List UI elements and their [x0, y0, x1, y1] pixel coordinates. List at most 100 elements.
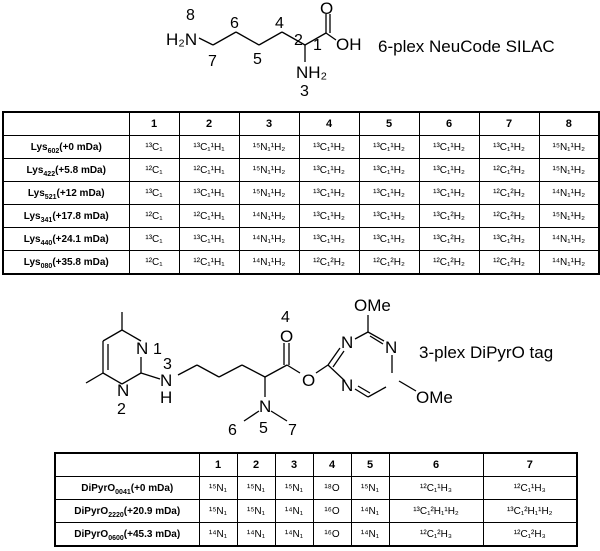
isotope-cell: ¹³C₁¹H₁	[178, 135, 240, 159]
isotope-cell: ¹²C₁¹H₃	[482, 476, 578, 500]
carbonyl-o-label: O	[280, 327, 293, 346]
row-label: Lys080(+35.8 mDa)	[2, 250, 130, 275]
position-4: 4	[281, 309, 290, 326]
row-label: Lys521(+12 mDa)	[2, 181, 130, 205]
isotope-cell: ¹²C₁¹H₁	[178, 158, 240, 182]
isotope-cell: ¹³C₁¹H₂	[298, 227, 360, 251]
header-cell: 3	[274, 452, 314, 477]
reagent-name: Lys	[23, 256, 41, 268]
row-label: Lys341(+17.8 mDa)	[2, 204, 130, 228]
isotope-cell: ¹³C₁²H₂	[418, 227, 480, 251]
isotope-cell: ¹³C₁¹H₂	[298, 158, 360, 182]
isotope-cell: ¹⁵N₁	[274, 476, 314, 500]
reagent-name: Lys	[26, 164, 44, 176]
header-cell: 8	[538, 111, 600, 136]
isotope-cell: ¹²C₁	[128, 204, 180, 228]
isotope-cell: ¹⁴N₁	[350, 522, 390, 547]
position-1: 1	[153, 341, 162, 358]
position-2: 2	[117, 401, 126, 418]
mass-shift: (+17.8 mDa)	[52, 210, 109, 222]
mass-shift: (+20.9 mDa)	[123, 505, 181, 517]
isotope-cell: ¹²C₁¹H₃	[388, 476, 484, 500]
table-header-row: 1 2 3 4 5 6 7	[54, 452, 578, 477]
isotope-cell: ¹³C₁¹H₂	[478, 135, 540, 159]
isotope-cell: ¹⁴N₁	[350, 499, 390, 523]
header-cell: 4	[312, 452, 352, 477]
header-cell: 3	[238, 111, 300, 136]
dipyro-structure: N N N H O O N N N OMe OMe N 1 2 3 4 5 6 …	[85, 296, 453, 439]
reagent-subscript: 080	[40, 262, 53, 270]
isotope-cell: ¹⁸O	[312, 476, 352, 500]
isotope-cell: ¹²C₁²H₃	[388, 522, 484, 547]
isotope-cell: ¹⁵N₁¹H₂	[538, 204, 600, 228]
isotope-cell: ¹²C₁²H₂	[298, 250, 360, 275]
isotope-cell: ¹⁴N₁	[236, 522, 276, 547]
row-label: Lys440(+24.1 mDa)	[2, 227, 130, 251]
reagent-subscript: 0600	[108, 534, 124, 542]
isotope-cell: ¹²C₁¹H₁	[178, 204, 240, 228]
triazine-n-right: N	[385, 338, 397, 357]
isotope-cell: ¹³C₁¹H₂	[358, 204, 420, 228]
reagent-subscript: 521	[44, 193, 57, 201]
reagent-name: DiPyrO	[74, 528, 109, 540]
ring-n1-label: N	[136, 339, 148, 358]
header-cell: 5	[358, 111, 420, 136]
isotope-cell: ¹³C₁¹H₂	[358, 227, 420, 251]
mass-shift: (+0 mDa)	[59, 141, 102, 153]
isotope-cell: ¹³C₁	[128, 181, 180, 205]
row-label: DiPyrO2220(+20.9 mDa)	[54, 499, 200, 523]
reagent-subscript: 440	[40, 239, 53, 247]
reagent-subscript: 0041	[115, 488, 131, 496]
isotope-cell: ¹²C₁	[128, 158, 180, 182]
position-6: 6	[230, 15, 239, 32]
table-header-row: 1 2 3 4 5 6 7 8	[2, 111, 600, 136]
amine-label: H₂N	[166, 30, 197, 49]
position-4: 4	[275, 15, 284, 32]
isotope-cell: ¹³C₁²H₂	[478, 227, 540, 251]
isotope-cell: ¹²C₁²H₂	[478, 250, 540, 275]
ome-right-label: OMe	[416, 388, 453, 407]
isotope-cell: ¹³C₁¹H₂	[358, 158, 420, 182]
isotope-cell: ¹²C₁	[128, 250, 180, 275]
isotope-cell: ¹³C₁¹H₂	[358, 135, 420, 159]
header-cell: 2	[236, 452, 276, 477]
mass-shift: (+12 mDa)	[56, 187, 105, 199]
reagent-name: DiPyrO	[74, 505, 109, 517]
reagent-name: Lys	[23, 210, 41, 222]
isotope-cell: ¹⁴N₁	[274, 499, 314, 523]
position-3: 3	[300, 83, 309, 100]
dipyro-caption: 3-plex DiPyrO tag	[419, 343, 554, 362]
isotope-cell: ¹⁵N₁	[350, 476, 390, 500]
reagent-subscript: 422	[43, 170, 56, 178]
isotope-cell: ¹⁴N₁¹H₂	[538, 227, 600, 251]
isotope-cell: ¹⁴N₁	[198, 522, 238, 547]
nh-n-label: N	[160, 371, 172, 390]
position-6: 6	[228, 422, 237, 439]
position-8: 8	[186, 7, 195, 24]
reagent-subscript: 2220	[108, 511, 124, 519]
row-label: DiPyrO0041(+0 mDa)	[54, 476, 200, 500]
reagent-name: Lys	[30, 141, 48, 153]
isotope-cell: ¹³C₁¹H₁	[178, 227, 240, 251]
isotope-cell: ¹²C₁²H₃	[482, 522, 578, 547]
isotope-cell: ¹³C₁¹H₂	[298, 204, 360, 228]
isotope-cell: ¹²C₁²H₂	[478, 181, 540, 205]
mass-shift: (+35.8 mDa)	[52, 256, 109, 268]
acid-o-label: O	[320, 0, 333, 18]
isotope-cell: ¹³C₁¹H₂	[418, 181, 480, 205]
position-1: 1	[313, 37, 322, 54]
isotope-cell: ¹³C₁²H₂	[418, 204, 480, 228]
header-cell: 7	[478, 111, 540, 136]
header-cell: 7	[482, 452, 578, 477]
isotope-cell: ¹³C₁¹H₂	[358, 181, 420, 205]
isotope-cell: ¹²C₁²H₂	[478, 158, 540, 182]
isotope-cell: ¹³C₁	[128, 227, 180, 251]
